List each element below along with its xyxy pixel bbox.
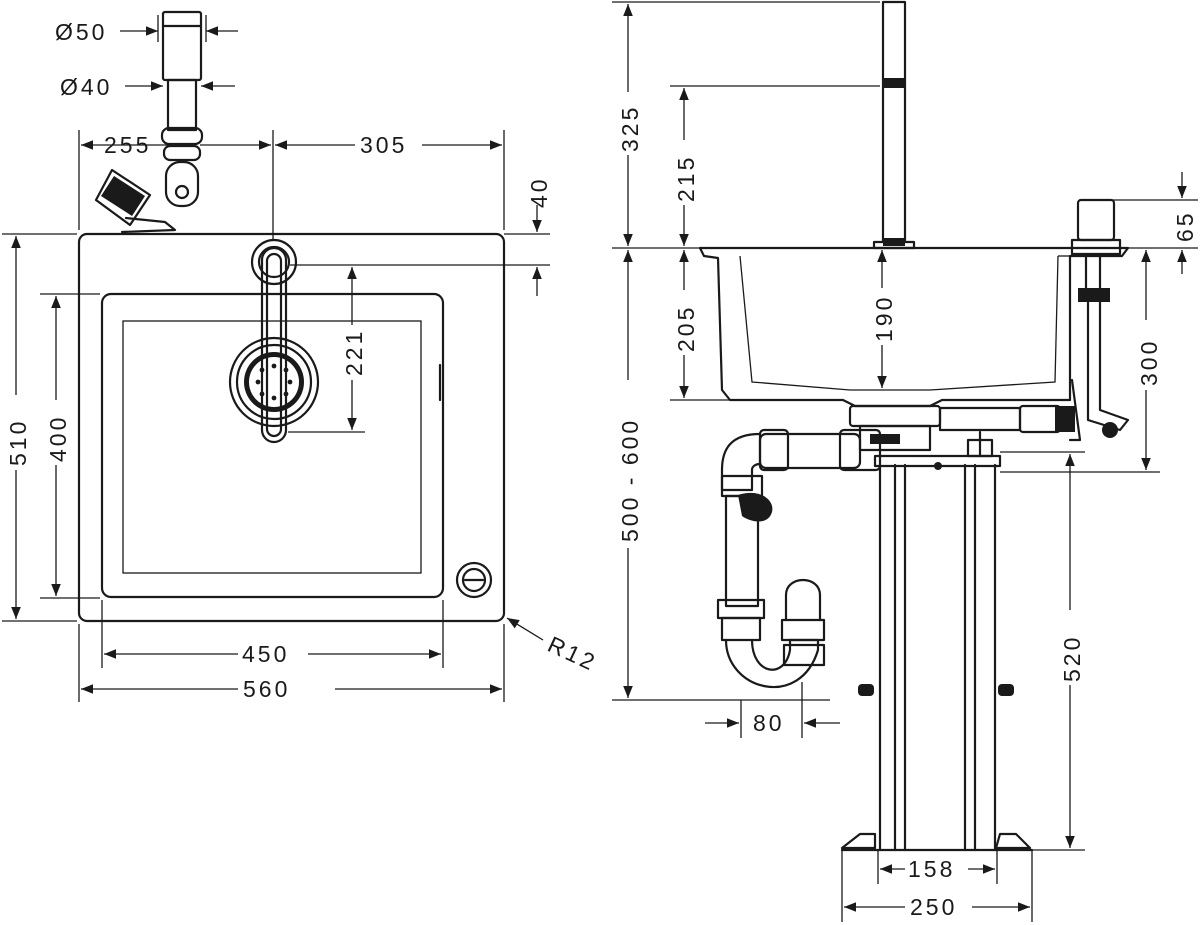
dim-dia40: Ø40 (60, 74, 235, 100)
trap-pipe-side (716, 428, 882, 689)
dim-80: 80 (705, 682, 840, 738)
label-400: 400 (45, 415, 71, 462)
dim-300: 300 (1000, 250, 1162, 473)
dim-560: 560 (78, 624, 505, 702)
label-205: 205 (673, 305, 699, 352)
label-dia50: Ø50 (55, 19, 107, 45)
label-510: 510 (5, 419, 31, 466)
label-158: 158 (908, 856, 955, 882)
label-dia40: Ø40 (60, 74, 112, 100)
strainer-top (228, 336, 320, 428)
label-255: 255 (104, 132, 151, 158)
faucet-side (872, 0, 916, 250)
label-190: 190 (871, 295, 897, 342)
dim-500-600: 500 - 600 (612, 250, 830, 701)
sink-side (698, 246, 1130, 408)
label-221: 221 (341, 329, 367, 376)
label-520: 520 (1059, 635, 1085, 682)
label-500-600: 500 - 600 (617, 418, 643, 542)
bowl-inner-edge (122, 320, 422, 574)
dim-190: 190 (871, 250, 897, 388)
bowl-outline-top (100, 292, 445, 599)
label-65: 65 (1172, 210, 1198, 242)
faucet-top (250, 238, 298, 444)
label-40: 40 (526, 176, 552, 208)
sink-outline-top (77, 232, 506, 623)
dim-520: 520 (1000, 451, 1085, 851)
dim-510: 510 (2, 233, 77, 622)
dim-40: 40 (290, 176, 552, 296)
side-view: 325 215 205 190 500 - 600 (612, 0, 1198, 922)
drain-pipe-top (94, 10, 204, 234)
dim-65: 65 (1100, 172, 1198, 274)
dim-400: 400 (40, 293, 100, 599)
label-560: 560 (243, 676, 290, 702)
dim-205: 205 (670, 250, 842, 401)
label-450: 450 (242, 641, 289, 667)
dim-221: 221 (288, 267, 367, 433)
label-325: 325 (617, 105, 643, 152)
label-300: 300 (1136, 339, 1162, 386)
dim-215: 215 (670, 85, 880, 246)
dim-255-305: 255 305 (78, 130, 505, 240)
label-r12: R12 (544, 631, 601, 676)
overflow-top (455, 561, 493, 599)
label-305: 305 (360, 132, 407, 158)
dim-325: 325 (612, 1, 880, 246)
dim-r12: R12 (506, 617, 601, 676)
label-215: 215 (673, 155, 699, 202)
cabinet-side (840, 430, 1034, 852)
dim-dia50: Ø50 (55, 15, 238, 45)
dim-158: 158 (877, 850, 998, 884)
top-view: Ø50 Ø40 255 305 40 (2, 10, 601, 702)
label-80: 80 (753, 710, 785, 736)
dim-450: 450 (101, 600, 444, 668)
dim-250: 250 (841, 850, 1033, 922)
label-250: 250 (910, 894, 957, 920)
